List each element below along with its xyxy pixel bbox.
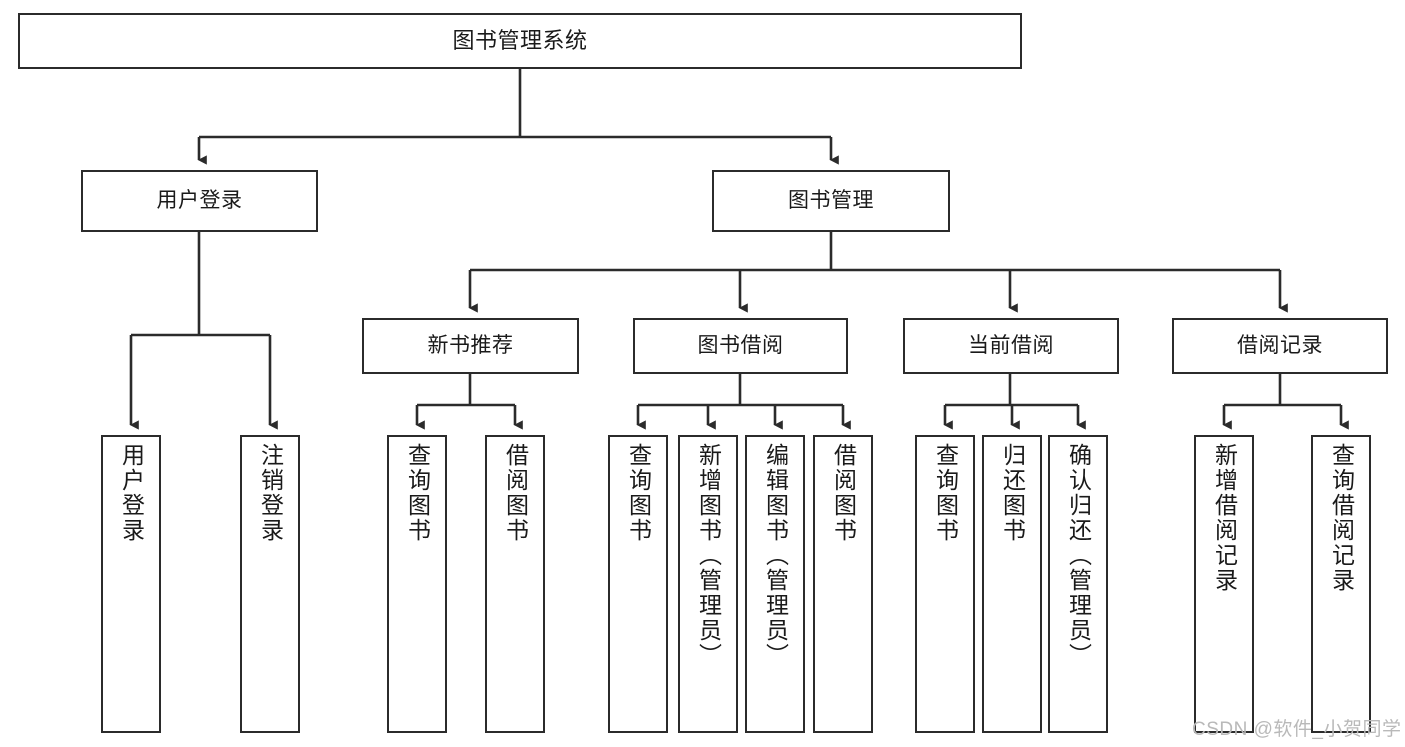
node-root-system-label: 图书管理系统 [452,28,588,54]
node-borrow-record-label: 借阅记录 [1237,333,1323,357]
node-leaf-query-book-current-label: 查询图书 [932,443,959,543]
node-leaf-borrow-book[interactable]: 借阅图书 [813,435,873,733]
node-leaf-query-borrow-record-label: 查询借阅记录 [1328,443,1355,593]
node-current-borrow[interactable]: 当前借阅 [903,318,1119,374]
node-user-login[interactable]: 用户登录 [81,170,318,232]
node-book-management-label: 图书管理 [788,188,874,212]
node-leaf-add-borrow-record-label: 新增借阅记录 [1211,443,1238,593]
node-book-borrow-label: 图书借阅 [697,333,784,357]
node-book-borrow[interactable]: 图书借阅 [633,318,848,374]
node-leaf-user-login-label: 用户登录 [118,443,145,543]
node-leaf-borrow-book-label: 借阅图书 [830,443,857,543]
node-new-book-recommend[interactable]: 新书推荐 [362,318,579,374]
node-new-book-recommend-label: 新书推荐 [427,333,514,357]
node-leaf-user-login[interactable]: 用户登录 [101,435,161,733]
node-leaf-confirm-return-admin-label: 确认归还（管理员） [1065,443,1092,668]
node-root-system[interactable]: 图书管理系统 [18,13,1022,69]
node-leaf-edit-book-admin[interactable]: 编辑图书（管理员） [745,435,805,733]
node-leaf-edit-book-admin-label: 编辑图书（管理员） [762,443,789,668]
node-leaf-query-book-recommend[interactable]: 查询图书 [387,435,447,733]
node-leaf-add-book-admin[interactable]: 新增图书（管理员） [678,435,738,733]
node-leaf-return-book-label: 归还图书 [999,443,1026,543]
node-leaf-add-borrow-record[interactable]: 新增借阅记录 [1194,435,1254,733]
node-leaf-user-logout-label: 注销登录 [257,443,284,543]
node-leaf-query-book-borrow[interactable]: 查询图书 [608,435,668,733]
node-book-management[interactable]: 图书管理 [712,170,950,232]
node-leaf-return-book[interactable]: 归还图书 [982,435,1042,733]
node-leaf-query-book-current[interactable]: 查询图书 [915,435,975,733]
node-leaf-borrow-book-recommend-label: 借阅图书 [502,443,529,543]
node-leaf-add-book-admin-label: 新增图书（管理员） [695,443,722,668]
watermark-text: CSDN @软件_小贺同学 [1192,719,1402,740]
node-leaf-query-book-recommend-label: 查询图书 [404,443,431,543]
node-current-borrow-label: 当前借阅 [968,333,1054,357]
node-user-login-label: 用户登录 [156,188,243,212]
node-leaf-user-logout[interactable]: 注销登录 [240,435,300,733]
node-borrow-record[interactable]: 借阅记录 [1172,318,1388,374]
node-leaf-query-book-borrow-label: 查询图书 [625,443,652,543]
node-leaf-confirm-return-admin[interactable]: 确认归还（管理员） [1048,435,1108,733]
node-leaf-borrow-book-recommend[interactable]: 借阅图书 [485,435,545,733]
node-leaf-query-borrow-record[interactable]: 查询借阅记录 [1311,435,1371,733]
